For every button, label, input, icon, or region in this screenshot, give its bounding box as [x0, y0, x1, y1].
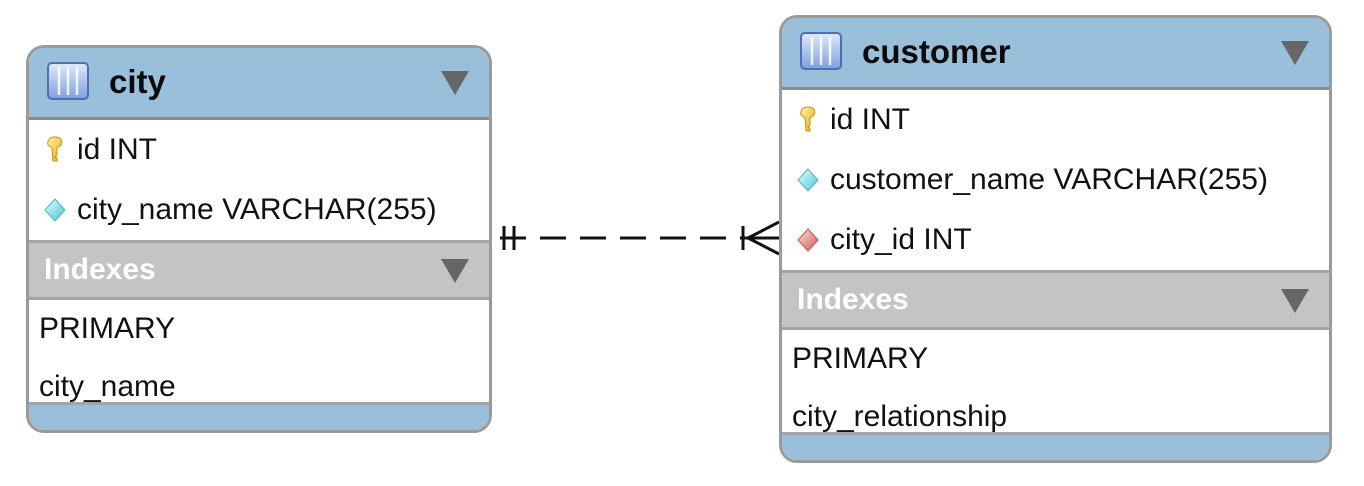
- index-label: PRIMARY: [792, 342, 929, 375]
- table-icon: [47, 62, 89, 100]
- crowfoot-upper: [747, 220, 780, 240]
- indexes-label: Indexes: [797, 283, 909, 316]
- index-label: PRIMARY: [39, 312, 176, 345]
- column-row[interactable]: city_id INT: [782, 210, 1329, 270]
- crowfoot-lower: [747, 236, 780, 256]
- indexes-label: Indexes: [44, 253, 156, 286]
- collapse-triangle-icon[interactable]: [441, 71, 469, 95]
- index-row[interactable]: PRIMARY: [782, 330, 1329, 388]
- indexes-header[interactable]: Indexes: [782, 270, 1329, 330]
- column-diamond-icon: [44, 198, 66, 222]
- table-header[interactable]: city: [29, 48, 489, 120]
- collapse-triangle-icon[interactable]: [1281, 41, 1309, 65]
- column-label: customer_name VARCHAR(255): [830, 163, 1268, 196]
- index-label: city_relationship: [792, 400, 1008, 433]
- column-label: city_name VARCHAR(255): [77, 193, 437, 226]
- table-city[interactable]: city id INT city_name VARCHAR(255) Index…: [26, 45, 492, 433]
- table-title: city: [109, 63, 166, 100]
- primary-key-icon: [800, 106, 816, 132]
- column-diamond-icon: [797, 168, 819, 192]
- index-row[interactable]: city_name: [29, 358, 489, 416]
- table-icon: [800, 32, 842, 70]
- column-row[interactable]: customer_name VARCHAR(255): [782, 150, 1329, 210]
- collapse-triangle-icon[interactable]: [441, 259, 469, 283]
- collapse-triangle-icon[interactable]: [1281, 289, 1309, 313]
- table-footer: [29, 402, 489, 430]
- column-label: id INT: [830, 103, 911, 136]
- column-row[interactable]: city_name VARCHAR(255): [29, 180, 489, 240]
- indexes-header[interactable]: Indexes: [29, 240, 489, 300]
- table-header[interactable]: customer: [782, 18, 1329, 90]
- column-label: id INT: [77, 133, 158, 166]
- primary-key-icon: [47, 136, 63, 162]
- column-row[interactable]: id INT: [29, 120, 489, 180]
- table-title: customer: [862, 33, 1011, 70]
- index-row[interactable]: PRIMARY: [29, 300, 489, 358]
- column-label: city_id INT: [830, 223, 972, 256]
- table-customer[interactable]: customer id INT customer_name VARCHAR(25…: [779, 15, 1332, 463]
- index-label: city_name: [39, 370, 176, 403]
- table-footer: [782, 432, 1329, 460]
- column-row[interactable]: id INT: [782, 90, 1329, 150]
- index-row[interactable]: city_relationship: [782, 388, 1329, 446]
- foreign-key-diamond-icon: [797, 228, 819, 252]
